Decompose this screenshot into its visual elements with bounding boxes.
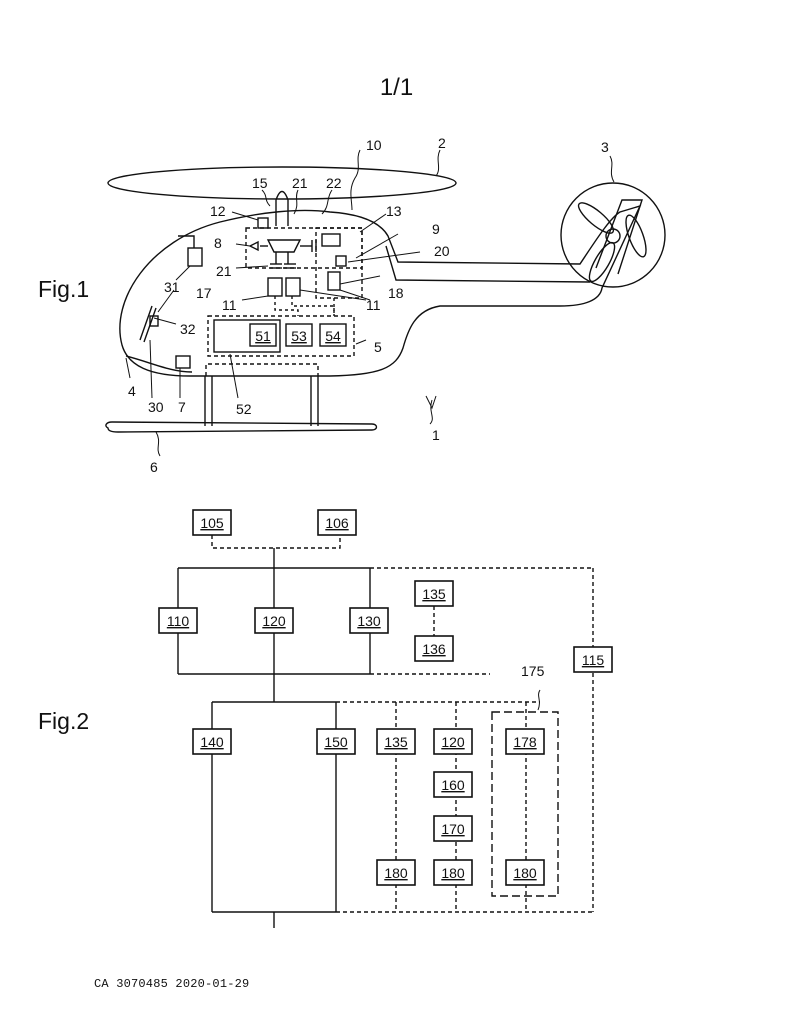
box-136: 136 [422,641,446,657]
ref-9: 9 [432,221,440,237]
rotor-mast [276,192,288,227]
box-110: 110 [167,613,190,629]
landing-skid [106,422,377,432]
box-54: 54 [325,328,341,344]
tail-rotor [561,183,665,287]
ref-3: 3 [601,139,609,155]
ref-5: 5 [374,339,382,355]
ref-18: 18 [388,285,404,301]
ref-15: 15 [252,175,268,191]
ref-10: 10 [366,137,382,153]
ref-32: 32 [180,321,196,337]
fig2-boxes [159,510,612,885]
box-170: 170 [441,821,465,837]
ref-175: 175 [521,663,545,679]
ref-13: 13 [386,203,402,219]
box-135-top: 135 [422,586,446,602]
ref-31: 31 [164,279,180,295]
ref-11-left: 11 [222,297,237,313]
box-180-right: 180 [513,865,537,881]
ref-6: 6 [150,459,158,475]
ref-12: 12 [210,203,226,219]
box-178: 178 [513,734,537,750]
tail-fin [596,200,642,274]
box-115: 115 [582,652,605,668]
box-106: 106 [325,515,349,531]
ref-52: 52 [236,401,252,417]
box-150: 150 [324,734,348,750]
box-120-top: 120 [262,613,286,629]
ref-7: 7 [178,399,186,415]
ref-22: 22 [326,175,342,191]
box-180-left: 180 [384,865,408,881]
ref-20: 20 [434,243,450,259]
ref-1: 1 [432,427,440,443]
box-51: 51 [255,328,271,344]
ref-21-top: 21 [292,175,308,191]
ref-21-left: 21 [216,263,232,279]
ref-17: 17 [196,285,212,301]
box-53: 53 [291,328,307,344]
box-120-bottom: 120 [441,734,465,750]
box-160: 160 [441,777,465,793]
box-130: 130 [357,613,381,629]
ref-8: 8 [214,235,222,251]
ref-11-right: 11 [366,297,381,313]
box-105: 105 [200,515,224,531]
ref-2: 2 [438,135,446,151]
box-140: 140 [200,734,224,750]
box-180-middle: 180 [441,865,465,881]
box-135-bottom: 135 [384,734,408,750]
document-footer: CA 3070485 2020-01-29 [94,977,249,991]
ref-30: 30 [148,399,164,415]
main-rotor [108,167,456,199]
ref-4: 4 [128,383,136,399]
